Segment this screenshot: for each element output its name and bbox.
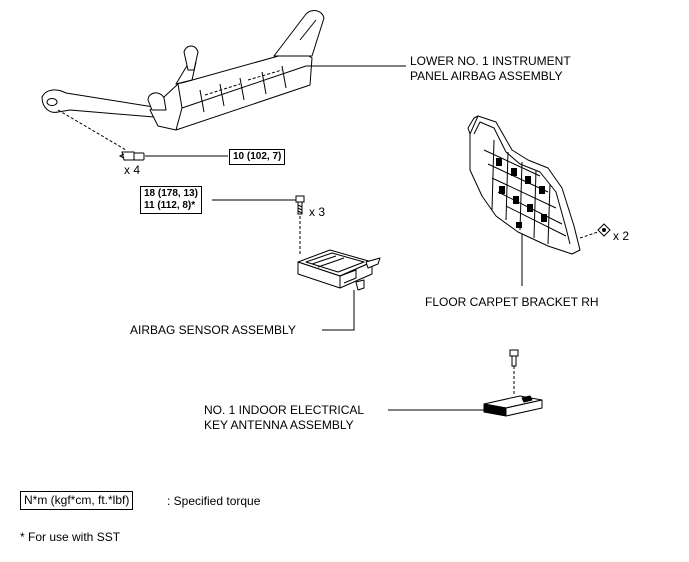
key-antenna-label-line2: KEY ANTENNA ASSEMBLY: [204, 418, 354, 432]
lower-airbag-label-line1: LOWER NO. 1 INSTRUMENT: [410, 54, 571, 68]
lower-airbag-assembly-drawing: [41, 10, 325, 151]
key-antenna-label: NO. 1 INDOOR ELECTRICAL KEY ANTENNA ASSE…: [204, 403, 364, 433]
floor-carpet-bracket-label: FLOOR CARPET BRACKET RH: [425, 295, 599, 309]
antenna-screw-drawing: [509, 349, 519, 367]
sst-footnote: * For use with SST: [20, 530, 121, 544]
key-antenna-label-line1: NO. 1 INDOOR ELECTRICAL: [204, 403, 365, 417]
airbag-bolt-drawing: [118, 151, 145, 161]
lower-airbag-label: LOWER NO. 1 INSTRUMENT PANEL AIRBAG ASSE…: [410, 54, 571, 84]
sensor-bolt-quantity: x 3: [309, 205, 326, 219]
bracket-clip-drawing: [597, 223, 611, 237]
sensor-bolt-torque-box: 18 (178, 13) 11 (112, 8)*: [140, 186, 202, 214]
sensor-bolt-torque-line2: 11 (112, 8)*: [144, 200, 196, 211]
lower-airbag-label-line2: PANEL AIRBAG ASSEMBLY: [410, 69, 563, 83]
sensor-bolt-drawing: [295, 195, 305, 215]
torque-unit-box: N*m (kgf*cm, ft.*lbf): [20, 491, 134, 510]
airbag-sensor-label: AIRBAG SENSOR ASSEMBLY: [130, 323, 296, 337]
bracket-clip-quantity: x 2: [613, 229, 630, 243]
airbag-bolt-torque-value: 10 (102, 7): [233, 151, 282, 162]
floor-carpet-bracket-drawing: [467, 115, 581, 255]
airbag-bolt-quantity: x 4: [124, 163, 141, 177]
torque-unit-description: : Specified torque: [167, 494, 261, 508]
sensor-label-leader: [322, 290, 355, 331]
clip-dashed-leader: [579, 231, 599, 239]
sensor-bolt-torque-line1: 18 (178, 13): [144, 188, 198, 199]
airbag-sensor-drawing: [297, 249, 381, 291]
key-antenna-drawing: [483, 395, 543, 417]
airbag-bolt-torque-box: 10 (102, 7): [229, 149, 286, 165]
